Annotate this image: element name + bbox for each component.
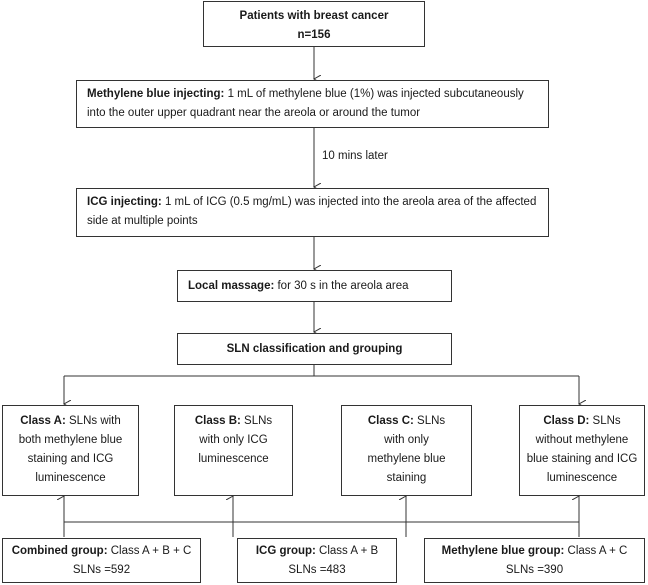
class-b-box: Class B: SLNs with only ICG luminescence <box>174 405 293 496</box>
methylene-group-label: Methylene blue group: <box>441 545 565 557</box>
class-b-label: Class B: <box>194 415 241 427</box>
class-d-text: SLNs without methylene blue staining and… <box>526 415 638 484</box>
class-a-label: Class A: <box>20 415 66 427</box>
icg-group-text: Class A + B <box>315 545 379 557</box>
delay-label: 10 mins later <box>322 150 388 162</box>
class-a-box: Class A: SLNs with both methylene blue s… <box>2 405 139 496</box>
combined-group-count: SLNs =592 <box>72 564 131 576</box>
classification-label: SLN classification and grouping <box>226 343 403 355</box>
combined-group-box: Combined group: Class A + B + C SLNs =59… <box>2 538 201 583</box>
combined-group-text: Class A + B + C <box>107 545 192 557</box>
classification-box: SLN classification and grouping <box>177 333 452 365</box>
icg-injecting-text: 1 mL of ICG (0.5 mg/mL) was injected int… <box>87 196 537 227</box>
class-c-text: SLNs with only methylene blue staining <box>367 415 446 484</box>
local-massage-box: Local massage: for 30 s in the areola ar… <box>177 270 452 302</box>
icg-group-box: ICG group: Class A + B SLNs =483 <box>237 538 397 583</box>
class-c-box: Class C: SLNs with only methylene blue s… <box>341 405 472 496</box>
patients-count: n=156 <box>297 29 331 41</box>
icg-group-label: ICG group: <box>255 545 316 557</box>
methylene-injecting-box: Methylene blue injecting: 1 mL of methyl… <box>76 80 549 128</box>
class-b-text: SLNs with only ICG luminescence <box>198 415 273 465</box>
methylene-group-count: SLNs =390 <box>505 564 564 576</box>
class-a-text: SLNs with both methylene blue staining a… <box>18 415 123 484</box>
class-d-box: Class D: SLNs without methylene blue sta… <box>519 405 645 496</box>
icg-injecting-label: ICG injecting: <box>87 196 162 208</box>
combined-group-label: Combined group: <box>11 545 108 557</box>
methylene-group-box: Methylene blue group: Class A + C SLNs =… <box>424 538 645 583</box>
class-c-label: Class C: <box>367 415 414 427</box>
local-massage-text: for 30 s in the areola area <box>274 280 409 292</box>
methylene-group-text: Class A + C <box>564 545 628 557</box>
class-d-label: Class D: <box>543 415 590 427</box>
local-massage-label: Local massage: <box>188 280 275 292</box>
methylene-injecting-text: 1 mL of methylene blue (1%) was injected… <box>87 88 524 119</box>
patients-title: Patients with breast cancer <box>239 10 389 22</box>
patients-box: Patients with breast cancer n=156 <box>203 1 425 47</box>
methylene-injecting-label: Methylene blue injecting: <box>87 88 225 100</box>
icg-injecting-box: ICG injecting: 1 mL of ICG (0.5 mg/mL) w… <box>76 188 549 237</box>
icg-group-count: SLNs =483 <box>288 564 346 576</box>
